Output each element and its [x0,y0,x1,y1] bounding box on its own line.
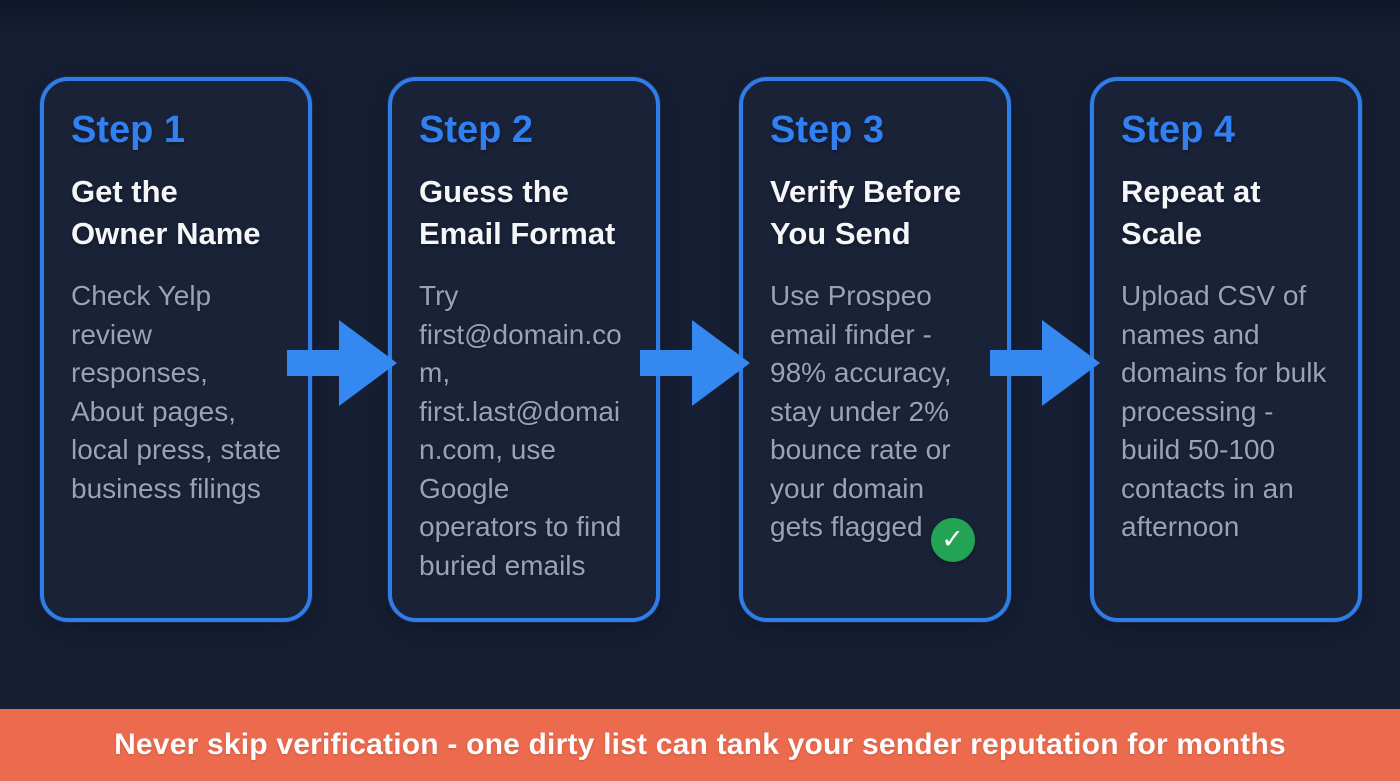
step-3-description-text: Use Prospeo email finder - 98% accuracy,… [770,280,952,543]
step-card-3: Step 3 Verify Before You Send Use Prospe… [739,77,1011,622]
step-2-description-text: Try first@domain.com, first.last@domain.… [419,280,622,581]
warning-banner-text: Never skip verification - one dirty list… [114,728,1286,761]
step-card-4: Step 4 Repeat at Scale Upload CSV of nam… [1090,77,1362,622]
step-2-title: Guess the Email Format [419,173,616,252]
step-3-label: Step 3 [770,109,885,151]
step-4-description: Upload CSV of names and domains for bulk… [1121,277,1332,547]
step-3-description: Use Prospeo email finder - 98% accuracy,… [770,277,981,562]
step-4-label: Step 4 [1121,109,1236,151]
arrow-right-icon [640,320,750,406]
step-1-description: Check Yelp review responses, About pages… [71,277,282,508]
warning-banner: Never skip verification - one dirty list… [0,709,1400,781]
check-circle-icon: ✓ [930,517,975,562]
step-2-label: Step 2 [419,109,534,151]
arrow-right-icon [287,320,397,406]
step-1-title: Get the Owner Name [71,173,261,252]
step-3-title: Verify Before You Send [770,173,962,252]
arrow-right-icon [990,320,1100,406]
step-1-description-text: Check Yelp review responses, About pages… [71,280,282,504]
step-card-1: Step 1 Get the Owner Name Check Yelp rev… [40,77,312,622]
step-2-description: Try first@domain.com, first.last@domain.… [419,277,630,585]
step-card-2: Step 2 Guess the Email Format Try first@… [388,77,660,622]
step-4-title: Repeat at Scale [1121,173,1261,252]
step-1-label: Step 1 [71,109,186,151]
step-4-description-text: Upload CSV of names and domains for bulk… [1121,280,1327,543]
